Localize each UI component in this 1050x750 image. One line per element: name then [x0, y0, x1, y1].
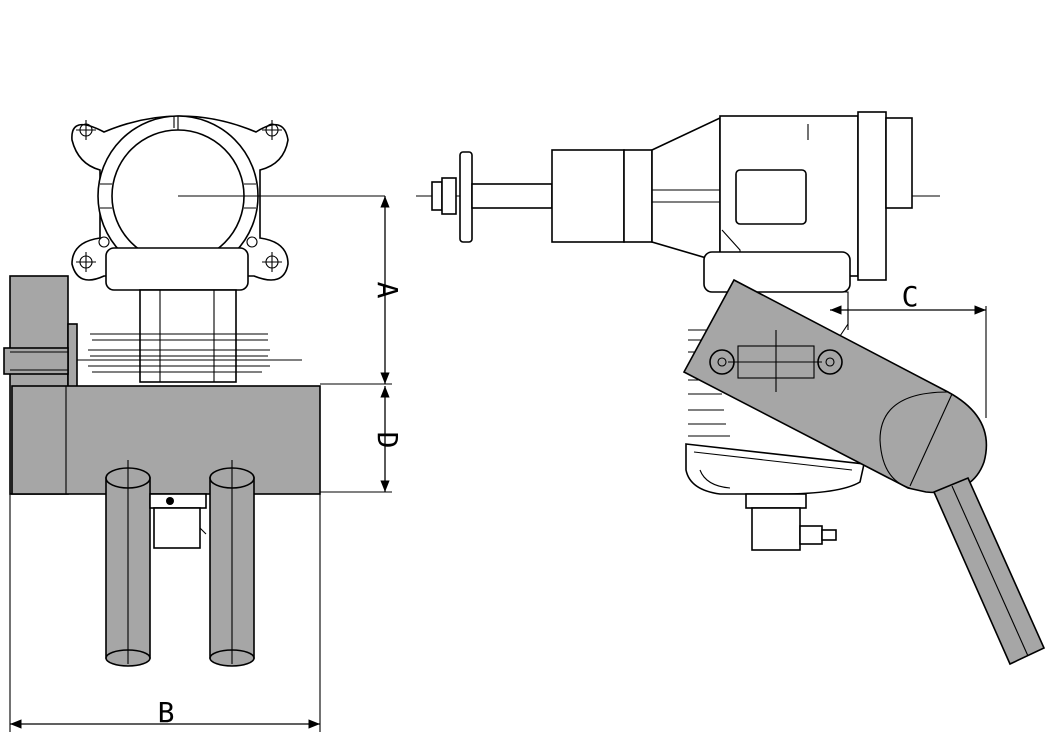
carburetor-front — [149, 493, 207, 549]
dimension-d-label: D — [371, 432, 404, 449]
dimension-c: C — [830, 280, 987, 418]
dimension-a-label: A — [371, 282, 404, 299]
bolt-hole-top-right — [262, 120, 282, 140]
dimension-a: A — [320, 196, 404, 385]
side-view — [416, 111, 1046, 666]
sump — [685, 443, 865, 551]
exhaust-pipes — [105, 460, 255, 667]
prop-nut — [431, 151, 553, 243]
cooling-fins-front — [88, 333, 270, 373]
cylinder-front — [60, 247, 302, 383]
dimension-b: B — [9, 494, 321, 732]
crankcase-side — [703, 111, 913, 337]
dimension-b-label: B — [158, 696, 175, 729]
tailpipe-side — [932, 476, 1046, 666]
bolt-hole-bottom-left — [76, 252, 96, 272]
muffler-front — [3, 275, 321, 495]
front-view — [3, 115, 385, 667]
drive-hub — [551, 116, 721, 264]
bolt-hole-top-left — [76, 120, 96, 140]
dimension-d: D — [320, 386, 404, 493]
bolt-hole-bottom-right — [262, 252, 282, 272]
dimension-c-label: C — [902, 280, 919, 313]
muffler-side — [682, 278, 988, 494]
